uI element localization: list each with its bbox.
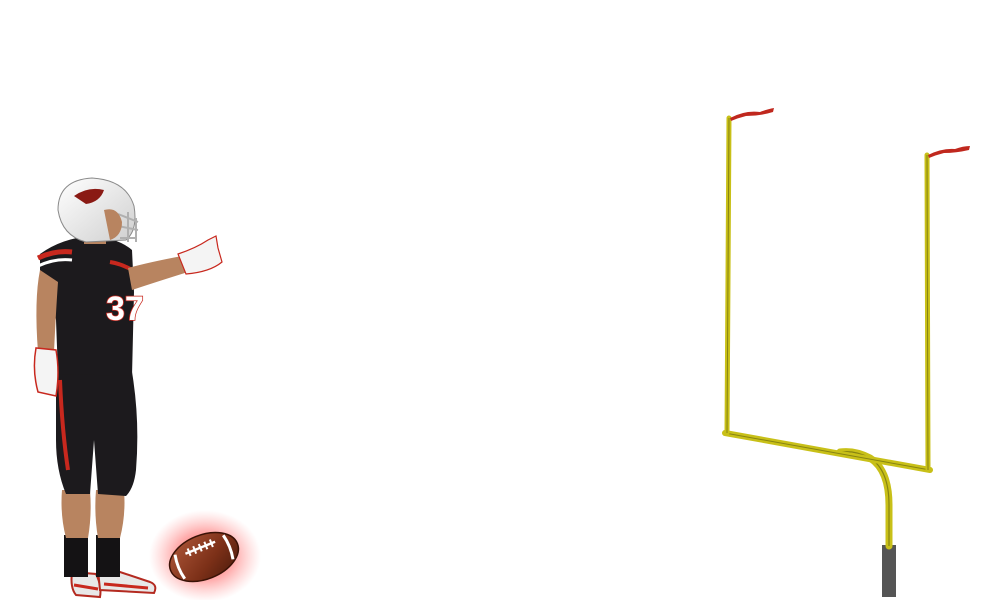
goalpost-icon	[722, 108, 970, 597]
jersey-number: 37	[106, 290, 144, 328]
helmet	[57, 177, 139, 243]
left-arm	[36, 270, 58, 352]
right-arm	[128, 256, 188, 290]
goalpost-base	[882, 545, 896, 597]
left-glove	[33, 347, 59, 397]
football-player-icon: 37	[33, 177, 223, 599]
jersey	[40, 236, 134, 376]
ball-body	[168, 531, 240, 583]
goalpost-right-flag	[928, 146, 970, 158]
right-sock	[96, 535, 120, 577]
goalpost-left-flag	[730, 108, 774, 121]
right-glove	[177, 235, 223, 275]
goalpost-gooseneck	[836, 448, 893, 550]
football-icon[interactable]	[149, 510, 261, 600]
left-sock	[64, 535, 88, 577]
pants	[56, 368, 138, 496]
